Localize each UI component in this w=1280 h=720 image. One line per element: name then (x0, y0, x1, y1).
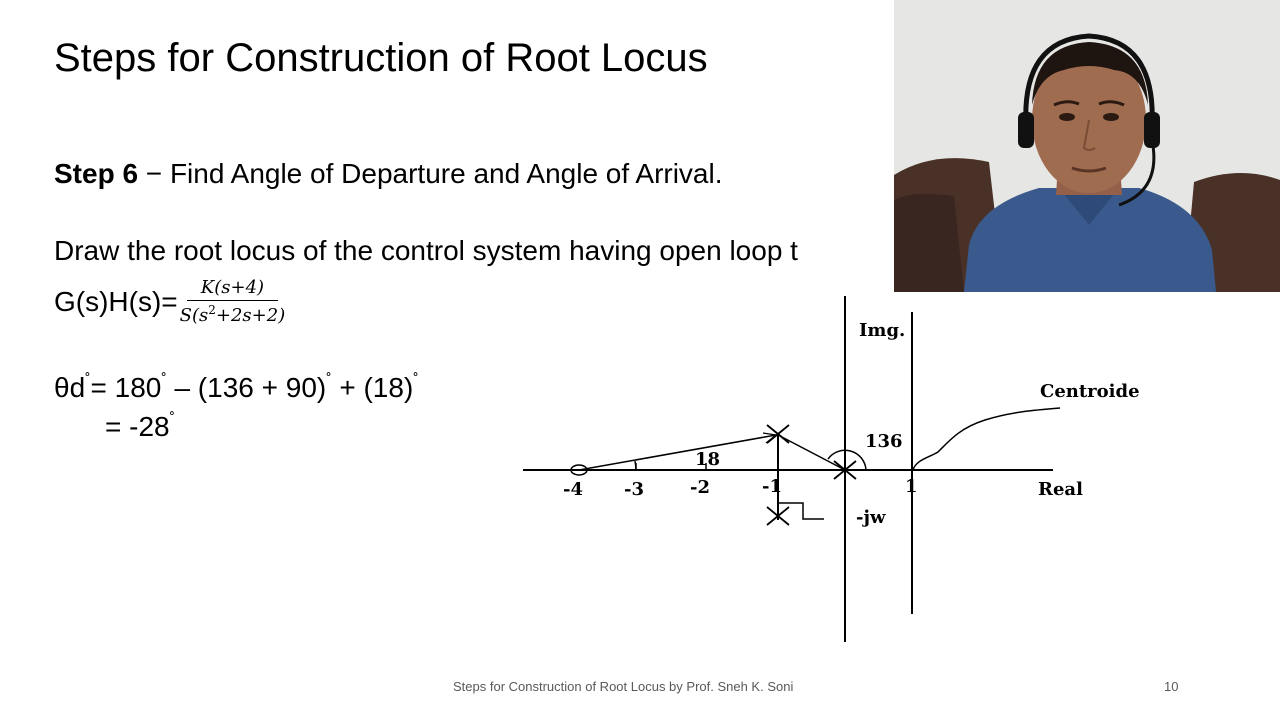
problem-statement: Draw the root locus of the control syste… (54, 235, 798, 266)
tick-label: -1 (762, 476, 782, 497)
step-label: Step 6 (54, 158, 139, 189)
tick-label: -4 (563, 479, 583, 500)
transfer-function-prefix: G(s)H(s)= (54, 286, 178, 317)
centroid-curve (912, 407, 1061, 471)
transfer-function: G(s)H(s)= K(s+4) S(s2+2s+2) (54, 270, 285, 334)
neg-jw-label: -jw (856, 507, 886, 528)
departure-angle-result: = -28˚ (105, 411, 175, 442)
angle-136-arc (827, 449, 867, 471)
page-number: 10 (1164, 679, 1179, 694)
step-text: − Find Angle of Departure and Angle of A… (138, 158, 723, 189)
step-heading: Step 6 − Find Angle of Departure and Ang… (54, 158, 723, 190)
right-angle-marker-icon (778, 502, 824, 520)
tick-label: -2 (690, 477, 710, 498)
transfer-function-numerator: K(s+4) (186, 279, 279, 301)
footer-text: Steps for Construction of Root Locus by … (453, 679, 794, 694)
denominator-exponent: 2 (208, 303, 216, 317)
transfer-function-denominator: S(s2+2s+2) (179, 303, 286, 326)
centroid-label: Centroide (1040, 381, 1140, 402)
pole-x-icon (766, 424, 790, 444)
pole-x-icon (766, 506, 790, 526)
zero-circle-icon (570, 464, 588, 476)
real-axis-label: Real (1038, 479, 1083, 500)
tick-label: 1 (905, 476, 918, 497)
imaginary-axis-label: Img. (859, 320, 905, 341)
angle-18-arc (634, 460, 637, 471)
origin-to-pole-line (779, 435, 846, 471)
transfer-function-fraction: K(s+4) S(s2+2s+2) (180, 279, 286, 325)
departure-angle-equation: θd˚= 180˚ – (136 + 90)˚ + (18)˚ (54, 372, 419, 403)
presenter-video (894, 0, 1280, 292)
tick-label: -3 (624, 479, 644, 500)
slide-title: Steps for Construction of Root Locus (54, 36, 708, 80)
webcam-overlay (894, 0, 1280, 292)
angle-136-label: 136 (865, 431, 903, 452)
angle-18-label: 18 (695, 449, 720, 470)
zero-to-pole-line (578, 434, 777, 471)
headset-icon (1018, 33, 1160, 207)
